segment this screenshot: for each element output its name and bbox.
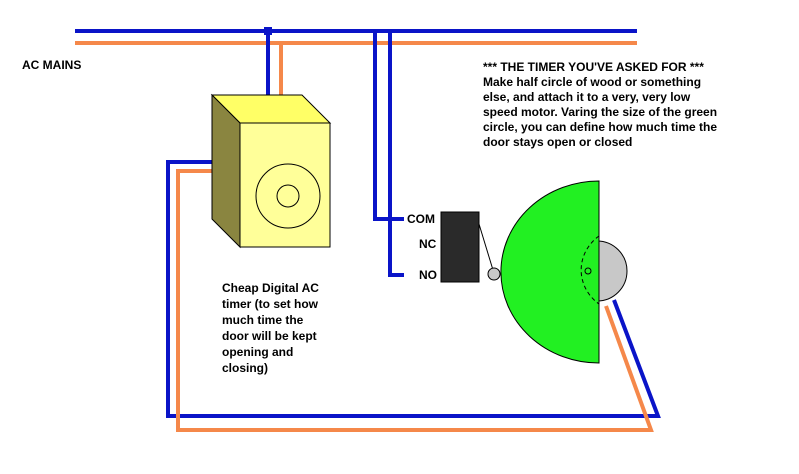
junction-dot	[264, 27, 272, 35]
timer-caption-line: much time the	[222, 313, 304, 327]
nc-label: NC	[419, 237, 437, 251]
microswitch-lever	[478, 223, 494, 271]
ac-mains-label: AC MAINS	[22, 58, 82, 72]
digital-timer-box	[210, 93, 332, 249]
com-label: COM	[407, 212, 435, 226]
microswitch-roller	[487, 267, 501, 281]
timer-note-line: else, and attach it to a very, very low	[483, 90, 691, 104]
timer-caption: Cheap Digital AC timer (to set how much …	[222, 280, 319, 376]
wire-no	[388, 31, 404, 277]
timer-caption-line: Cheap Digital AC	[222, 281, 319, 295]
no-label: NO	[419, 268, 437, 282]
cam-shaft	[584, 267, 592, 275]
timer-out-blue	[166, 160, 661, 418]
timer-dial-outer	[255, 163, 321, 229]
microswitch-body	[440, 211, 480, 283]
green-cam-half-circle	[500, 180, 600, 364]
timer-note-line: circle, you can define how much time the	[483, 120, 718, 134]
timer-out-orange	[176, 169, 654, 432]
timer-note-line: door stays open or closed	[483, 135, 633, 149]
timer-caption-line: door will be kept	[222, 329, 317, 343]
timer-caption-line: closing)	[222, 361, 269, 375]
timer-note-title: *** THE TIMER YOU'VE ASKED FOR ***	[483, 60, 704, 74]
timer-caption-line: timer (to set how	[222, 297, 319, 311]
timer-note-line: Make half circle of wood or something	[483, 75, 702, 89]
timer-note-line: speed motor. Varing the size of the gree…	[483, 105, 718, 119]
timer-dial-inner	[276, 184, 300, 208]
motor-hidden-outline	[580, 235, 600, 305]
timer-caption-line: opening and	[222, 345, 294, 359]
